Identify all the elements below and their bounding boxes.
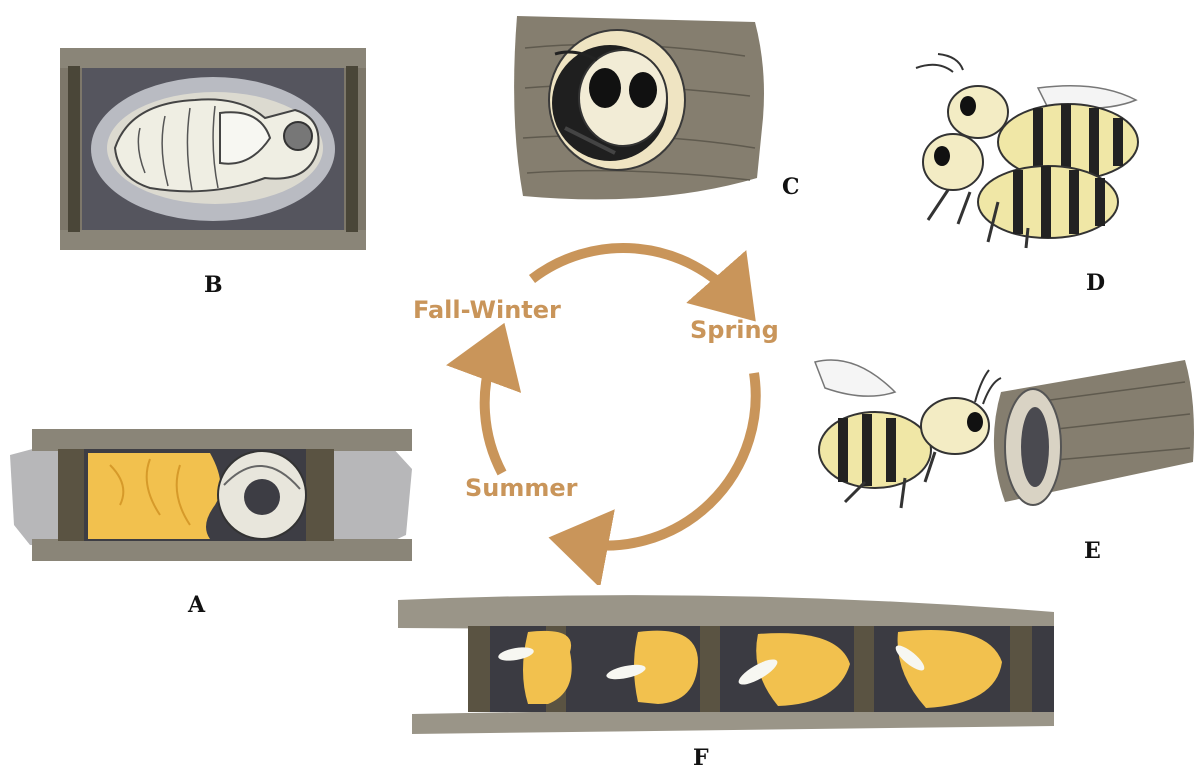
panel-label-e: E [1084,538,1101,564]
panel-label-f: F [693,745,709,771]
panel-c-emerging-illustration [505,8,775,208]
season-label-fall-winter: Fall-Winter [413,296,561,324]
adult-bee-emerging-from-wood-icon [505,8,775,208]
panel-label-c: C [782,174,800,200]
panel-a-larva-illustration [10,425,412,565]
arrow-spring-to-summer [578,373,756,546]
larva-in-nest-cell-icon [10,425,412,565]
panel-b-pupa-illustration [60,48,366,250]
season-label-summer: Summer [465,474,578,502]
panel-f-nest-tube-illustration [398,592,1054,734]
nest-tube-with-egg-cells-icon [398,592,1054,734]
bee-flying-to-nest-tube-icon [805,352,1197,512]
panel-d-mating-illustration [908,52,1158,252]
arrow-fall-to-spring [532,248,736,299]
panel-label-a: A [188,592,205,618]
panel-label-b: B [204,272,223,298]
arrow-summer-to-fall [485,351,502,473]
panel-label-d: D [1086,270,1105,296]
panel-e-nesting-illustration [805,352,1197,512]
mating-bees-icon [908,52,1158,252]
season-cycle-arrows [440,225,800,585]
season-label-spring: Spring [690,316,779,344]
pupa-in-cocoon-icon [60,48,366,250]
